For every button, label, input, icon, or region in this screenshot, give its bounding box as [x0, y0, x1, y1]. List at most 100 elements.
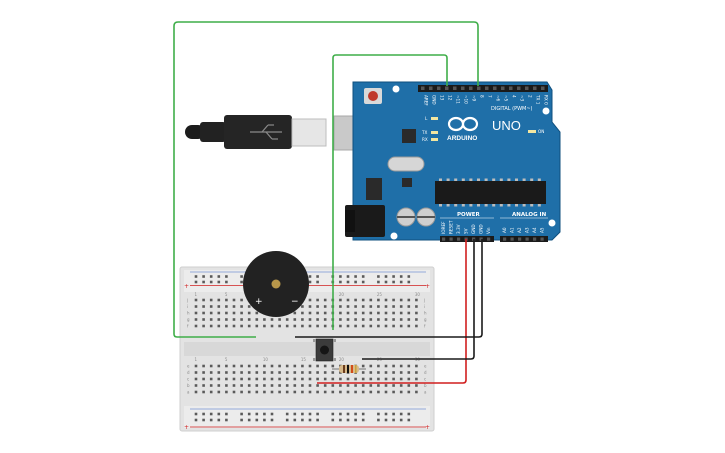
breadboard-hole[interactable]: [301, 318, 304, 321]
breadboard-hole[interactable]: [217, 311, 221, 315]
breadboard-hole[interactable]: [194, 318, 198, 321]
breadboard-hole[interactable]: [392, 298, 395, 302]
breadboard-hole[interactable]: [209, 318, 213, 321]
breadboard-hole[interactable]: [354, 318, 357, 321]
rail-hole[interactable]: [384, 275, 388, 278]
rail-hole[interactable]: [263, 412, 266, 416]
breadboard-hole[interactable]: [308, 298, 312, 302]
breadboard-hole[interactable]: [217, 364, 221, 368]
breadboard-hole[interactable]: [240, 305, 243, 308]
rail-hole[interactable]: [194, 418, 198, 422]
rail-hole[interactable]: [209, 280, 213, 284]
breadboard-hole[interactable]: [209, 377, 213, 381]
rail-hole[interactable]: [293, 418, 297, 422]
breadboard-hole[interactable]: [323, 318, 327, 321]
breadboard-hole[interactable]: [247, 305, 251, 308]
rail-hole[interactable]: [346, 418, 350, 422]
breadboard-hole[interactable]: [323, 305, 327, 308]
rail-hole[interactable]: [339, 275, 342, 278]
breadboard-hole[interactable]: [339, 318, 342, 321]
breadboard-hole[interactable]: [369, 384, 373, 387]
breadboard-hole[interactable]: [194, 311, 198, 315]
breadboard-hole[interactable]: [202, 364, 205, 368]
breadboard-hole[interactable]: [316, 377, 319, 381]
power-pin-socket[interactable]: [479, 237, 483, 241]
breadboard-hole[interactable]: [354, 305, 357, 308]
rail-hole[interactable]: [392, 412, 395, 416]
breadboard-hole[interactable]: [240, 390, 243, 394]
breadboard-hole[interactable]: [415, 311, 418, 315]
analog-pin-socket[interactable]: [510, 237, 514, 241]
breadboard-hole[interactable]: [361, 305, 365, 308]
breadboard-hole[interactable]: [278, 371, 281, 374]
breadboard-hole[interactable]: [225, 377, 228, 381]
breadboard-hole[interactable]: [316, 311, 319, 315]
breadboard-hole[interactable]: [407, 305, 411, 308]
rail-hole[interactable]: [217, 280, 221, 284]
breadboard-hole[interactable]: [209, 311, 213, 315]
breadboard-hole[interactable]: [285, 364, 289, 368]
rail-hole[interactable]: [339, 280, 342, 284]
digital-pin-socket[interactable]: [437, 86, 441, 91]
breadboard-hole[interactable]: [202, 311, 205, 315]
breadboard-hole[interactable]: [232, 311, 236, 315]
breadboard-hole[interactable]: [232, 390, 236, 394]
rail-hole[interactable]: [407, 418, 411, 422]
breadboard-hole[interactable]: [316, 364, 319, 368]
breadboard-hole[interactable]: [354, 324, 357, 328]
pushbutton[interactable]: [313, 338, 336, 362]
breadboard-hole[interactable]: [270, 390, 274, 394]
breadboard-hole[interactable]: [278, 377, 281, 381]
breadboard-hole[interactable]: [301, 377, 304, 381]
breadboard-hole[interactable]: [285, 318, 289, 321]
breadboard-hole[interactable]: [339, 311, 342, 315]
breadboard-hole[interactable]: [270, 324, 274, 328]
breadboard-hole[interactable]: [331, 371, 335, 374]
breadboard-hole[interactable]: [415, 364, 418, 368]
breadboard-hole[interactable]: [354, 390, 357, 394]
breadboard-hole[interactable]: [270, 364, 274, 368]
breadboard-hole[interactable]: [392, 390, 395, 394]
rail-hole[interactable]: [399, 275, 403, 278]
rail-hole[interactable]: [407, 280, 411, 284]
pushbutton-cap[interactable]: [320, 345, 329, 355]
breadboard-hole[interactable]: [384, 324, 388, 328]
breadboard-hole[interactable]: [194, 364, 198, 368]
rail-hole[interactable]: [285, 418, 289, 422]
wire-green-pin12-to-button[interactable]: [332, 54, 448, 330]
breadboard-hole[interactable]: [255, 364, 259, 368]
breadboard-hole[interactable]: [217, 305, 221, 308]
rail-hole[interactable]: [217, 275, 221, 278]
breadboard-hole[interactable]: [225, 311, 228, 315]
breadboard-hole[interactable]: [415, 377, 418, 381]
breadboard-hole[interactable]: [346, 390, 350, 394]
resistor[interactable]: [332, 365, 366, 373]
breadboard-hole[interactable]: [377, 390, 380, 394]
breadboard-hole[interactable]: [232, 364, 236, 368]
breadboard-hole[interactable]: [415, 324, 418, 328]
rail-hole[interactable]: [240, 412, 243, 416]
breadboard-hole[interactable]: [308, 364, 312, 368]
breadboard-hole[interactable]: [263, 324, 266, 328]
rail-hole[interactable]: [316, 275, 319, 278]
rail-hole[interactable]: [361, 280, 365, 284]
wire-red-5v-to-resistor[interactable]: [317, 239, 467, 384]
rail-hole[interactable]: [308, 280, 312, 284]
breadboard-hole[interactable]: [217, 324, 221, 328]
breadboard-hole[interactable]: [361, 311, 365, 315]
breadboard-hole[interactable]: [361, 318, 365, 321]
breadboard-hole[interactable]: [301, 390, 304, 394]
breadboard-hole[interactable]: [384, 298, 388, 302]
rail-hole[interactable]: [392, 280, 395, 284]
breadboard-hole[interactable]: [361, 371, 365, 374]
digital-pin-socket[interactable]: [517, 86, 521, 91]
breadboard-hole[interactable]: [384, 377, 388, 381]
digital-pin-socket[interactable]: [429, 86, 433, 91]
rail-hole[interactable]: [293, 412, 297, 416]
breadboard-hole[interactable]: [301, 305, 304, 308]
breadboard-hole[interactable]: [225, 384, 228, 387]
breadboard-hole[interactable]: [354, 298, 357, 302]
rail-hole[interactable]: [209, 418, 213, 422]
breadboard-hole[interactable]: [285, 371, 289, 374]
digital-pin-socket[interactable]: [421, 86, 425, 91]
